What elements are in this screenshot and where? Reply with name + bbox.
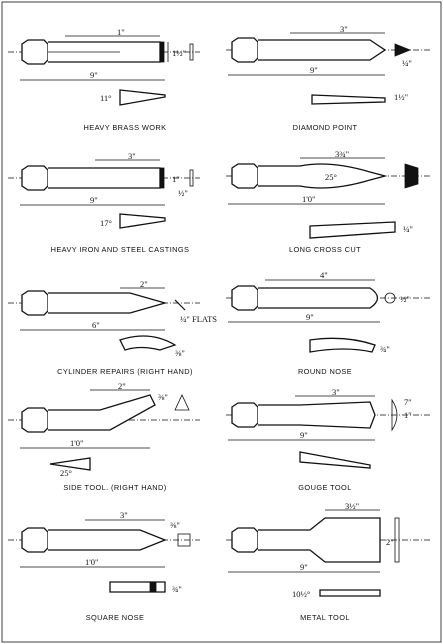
dim-edge: ⅜" [175,348,185,358]
dim-overall: 9" [300,562,308,572]
dim-overall: 9" [90,70,98,80]
dim-overall: 6" [92,320,100,330]
dim-angle: 11° [100,93,112,103]
dim-width: 1½" [172,48,186,58]
caption-round-nose: ROUND NOSE [298,367,352,376]
dim-width: 1" [172,174,180,184]
caption-diamond-point: DIAMOND POINT [293,123,358,132]
dim-width: 2" [386,537,394,547]
dim-length: 3¾" [335,149,349,159]
caption-side-tool: SIDE TOOL. (RIGHT HAND) [63,483,166,492]
dim-width: ¾" [172,584,182,594]
caption-metal-tool: METAL TOOL [300,613,350,622]
dim-length: 1" [117,27,125,37]
dim-overall: 1'0" [70,438,84,448]
dim-length: 3½" [345,501,359,511]
dim-angle: 17° [100,218,112,228]
dim-length: 3" [340,24,348,34]
dim-overall: 9" [306,312,314,322]
dim-angle: 25° [325,172,337,182]
figure-side-tool: 2" 1'0" 25° ⅜" SIDE TOOL. (RIGHT HAND) [8,381,200,492]
figure-cylinder-repairs: 2" 6" ¼" FLATS ⅜" CYLINDER REPAIRS (RIGH… [8,279,217,376]
dim-point: ¼" [402,58,412,68]
dim-overall: 9" [300,430,308,440]
dim-angle: 10½° [292,589,310,599]
figure-round-nose: 4" 9" ½" ¾" ROUND NOSE [226,270,430,376]
caption-heavy-brass-work: HEAVY BRASS WORK [84,123,167,132]
dim-length: 2" [140,279,148,289]
dim-length: 3" [332,387,340,397]
dim-overall: 1'0" [302,194,316,204]
dim-tip: ½" [400,294,410,304]
caption-heavy-iron-steel-castings: HEAVY IRON AND STEEL CASTINGS [51,245,190,254]
dim-length: 4" [320,270,328,280]
dim-curve: 7″ [404,397,412,407]
dim-length: 3" [128,151,136,161]
dim-width: 1″ [404,410,412,420]
figure-heavy-brass-work: 1" 9" 1½" 11° HEAVY BRASS WORK [8,27,200,132]
dim-flats: ¼" FLATS [180,314,217,324]
figure-square-nose: 3" 1'0" ⅜" ¾" SQUARE NOSE [8,510,200,622]
caption-long-cross-cut: LONG CROSS CUT [289,245,361,254]
figure-diamond-point: 3" 9" 1½" ¼" DIAMOND POINT [226,24,430,132]
figure-heavy-iron-steel-castings: 3" 1" 9" 17° ½" HEAVY IRON AND STEEL CAS… [8,151,200,254]
dim-edge: ⅜" [158,392,168,402]
figure-metal-tool: 3½" 9" 2" 10½° METAL TOOL [226,501,430,622]
dim-angle: 25° [60,468,72,478]
dim-tip: 1½" [394,92,408,102]
caption-cylinder-repairs: CYLINDER REPAIRS (RIGHT HAND) [57,367,193,376]
figure-gouge-tool: 3" 9" 7″ 1″ GOUGE TOOL [226,387,430,492]
dim-overall: 9" [310,65,318,75]
caption-square-nose: SQUARE NOSE [86,613,145,622]
dim-overall: 1'0" [85,557,99,567]
dim-edge: ⅜" [170,520,180,530]
dim-overall: 9" [90,195,98,205]
dim-length: 2" [118,381,126,391]
figure-long-cross-cut: 3¾" 25° 1'0" ¼" LONG CROSS CUT [226,149,430,254]
caption-gouge-tool: GOUGE TOOL [298,483,351,492]
dim-length: 3" [120,510,128,520]
dim-edge: ¾" [380,344,390,354]
dim-edge: ¼" [403,224,413,234]
dim-edge: ½" [178,188,188,198]
